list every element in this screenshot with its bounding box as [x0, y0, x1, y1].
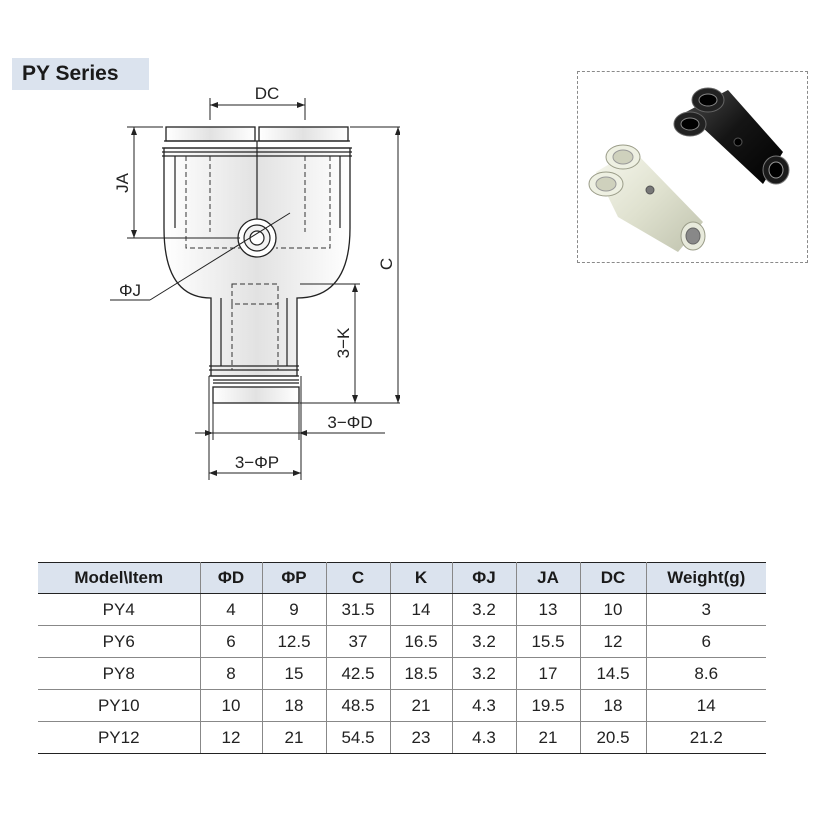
table-cell: PY12 — [38, 721, 201, 754]
technical-drawing: DC JA C 3−K ΦJ 3−ΦD 3−ΦP — [110, 84, 400, 480]
dc-label: DC — [255, 84, 280, 103]
table-cell: 15 — [262, 657, 327, 690]
header-dc: DC — [580, 562, 647, 594]
table-cell: 3.2 — [452, 593, 517, 626]
header-phi-d: ΦD — [200, 562, 263, 594]
table-cell: PY8 — [38, 657, 201, 690]
table-cell: 15.5 — [516, 625, 581, 658]
table-cell: 23 — [390, 721, 453, 754]
table-cell: 42.5 — [326, 657, 391, 690]
table-cell: 37 — [326, 625, 391, 658]
table-cell: 14 — [646, 689, 766, 722]
table-cell: PY10 — [38, 689, 201, 722]
table-header-row: Model\Item ΦD ΦP C K ΦJ JA DC Weight(g) — [38, 562, 766, 594]
table-row: PY8 8 15 42.5 18.5 3.2 17 14.5 8.6 — [38, 657, 766, 690]
header-weight: Weight(g) — [646, 562, 766, 594]
table-cell: 8.6 — [646, 657, 766, 690]
center-hole — [237, 218, 277, 258]
right-collet — [258, 126, 349, 142]
table-cell: 6 — [646, 625, 766, 658]
product-photo — [577, 71, 808, 263]
header-phi-j: ΦJ — [452, 562, 517, 594]
table-cell: 3.2 — [452, 657, 517, 690]
table-cell: 16.5 — [390, 625, 453, 658]
phi-j-label: ΦJ — [119, 281, 141, 300]
c-label: C — [377, 258, 396, 270]
k-label: 3−K — [334, 327, 353, 358]
table-cell: 21 — [390, 689, 453, 722]
table-cell: PY4 — [38, 593, 201, 626]
table-cell: 21 — [516, 721, 581, 754]
table-cell: 14.5 — [580, 657, 647, 690]
table-cell: 13 — [516, 593, 581, 626]
table-cell: 17 — [516, 657, 581, 690]
phi-d-label: 3−ΦD — [327, 413, 372, 432]
table-cell: 20.5 — [580, 721, 647, 754]
table-cell: 4.3 — [452, 721, 517, 754]
table-cell: 54.5 — [326, 721, 391, 754]
table-cell: 8 — [200, 657, 263, 690]
white-fitting — [588, 144, 706, 252]
table-cell: 18 — [580, 689, 647, 722]
table-row: PY6 6 12.5 37 16.5 3.2 15.5 12 6 — [38, 625, 766, 658]
header-c: C — [326, 562, 391, 594]
spec-table: Model\Item ΦD ΦP C K ΦJ JA DC Weight(g) … — [38, 562, 766, 754]
series-title: PY Series — [22, 62, 119, 85]
table-cell: 3.2 — [452, 625, 517, 658]
table-cell: 21.2 — [646, 721, 766, 754]
header-ja: JA — [516, 562, 581, 594]
table-cell: 19.5 — [516, 689, 581, 722]
table-cell: 6 — [200, 625, 263, 658]
table-cell: 12 — [580, 625, 647, 658]
header-model: Model\Item — [38, 562, 201, 594]
table-cell: 31.5 — [326, 593, 391, 626]
table-cell: 12.5 — [262, 625, 327, 658]
table-cell: 10 — [580, 593, 647, 626]
table-row: PY10 10 18 48.5 21 4.3 19.5 18 14 — [38, 689, 766, 722]
table-cell: 9 — [262, 593, 327, 626]
table-cell: 12 — [200, 721, 263, 754]
ja-label: JA — [113, 172, 132, 193]
bottom-collet — [212, 386, 300, 404]
table-cell: 18.5 — [390, 657, 453, 690]
table-row: PY12 12 21 54.5 23 4.3 21 20.5 21.2 — [38, 721, 766, 754]
series-title-box: PY Series — [12, 58, 149, 90]
table-cell: 3 — [646, 593, 766, 626]
left-collet — [165, 126, 256, 142]
table-cell: 21 — [262, 721, 327, 754]
table-cell: 4 — [200, 593, 263, 626]
header-phi-p: ΦP — [262, 562, 327, 594]
table-cell: 48.5 — [326, 689, 391, 722]
table-cell: 18 — [262, 689, 327, 722]
table-row: PY4 4 9 31.5 14 3.2 13 10 3 — [38, 593, 766, 626]
table-cell: 4.3 — [452, 689, 517, 722]
phi-p-label: 3−ΦP — [235, 453, 279, 472]
table-cell: 14 — [390, 593, 453, 626]
header-k: K — [390, 562, 453, 594]
table-cell: PY6 — [38, 625, 201, 658]
black-fitting — [673, 87, 790, 185]
table-cell: 10 — [200, 689, 263, 722]
